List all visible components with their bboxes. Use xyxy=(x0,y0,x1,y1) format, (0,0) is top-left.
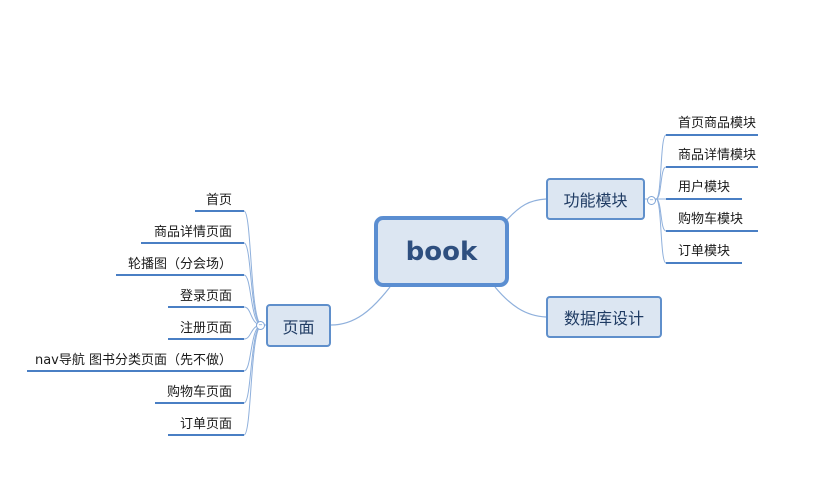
subtopic-functions-0[interactable]: 首页商品模块 xyxy=(678,116,757,131)
subtopic-pages-5[interactable]: nav导航 图书分类页面（先不做） xyxy=(34,353,232,368)
subtopic-pages-3[interactable]: 登录页面 xyxy=(179,289,232,304)
subtopic-functions-2[interactable]: 用户模块 xyxy=(678,180,731,195)
subtopic-pages-6[interactable]: 购物车页面 xyxy=(166,385,232,400)
central-topic[interactable]: book xyxy=(374,216,509,287)
topic-functions-label: 功能模块 xyxy=(563,191,628,210)
connector-functions-leaf xyxy=(655,134,667,200)
subtopic-functions-4[interactable]: 订单模块 xyxy=(678,244,731,259)
subtopic-pages-2[interactable]: 轮播图（分会场） xyxy=(127,257,232,272)
topic-functions[interactable]: 功能模块 xyxy=(546,178,645,220)
subtopic-pages-4[interactable]: 注册页面 xyxy=(179,321,232,336)
subtopic-pages-0[interactable]: 首页 xyxy=(205,193,232,208)
connector-central-pages xyxy=(330,286,391,326)
topic-pages[interactable]: 页面 xyxy=(266,304,331,347)
subtopic-pages-7[interactable]: 订单页面 xyxy=(179,417,232,432)
connector-functions-leaf xyxy=(655,198,667,264)
topic-database[interactable]: 数据库设计 xyxy=(546,296,662,338)
collapse-minus-icon[interactable]: – xyxy=(647,196,656,205)
subtopic-functions-3[interactable]: 购物车模块 xyxy=(678,212,744,227)
subtopic-pages-1[interactable]: 商品详情页面 xyxy=(153,225,232,240)
central-topic-label: book xyxy=(405,236,478,267)
connector-pages-leaf xyxy=(243,210,263,326)
collapse-minus-icon[interactable]: – xyxy=(256,321,265,330)
topic-database-label: 数据库设计 xyxy=(563,309,644,328)
connector-central-database xyxy=(494,286,547,318)
subtopic-functions-1[interactable]: 商品详情模块 xyxy=(678,148,757,163)
connector-functions-leaf xyxy=(655,166,667,200)
connector-central-functions xyxy=(504,198,547,223)
topic-pages-label: 页面 xyxy=(282,317,315,337)
